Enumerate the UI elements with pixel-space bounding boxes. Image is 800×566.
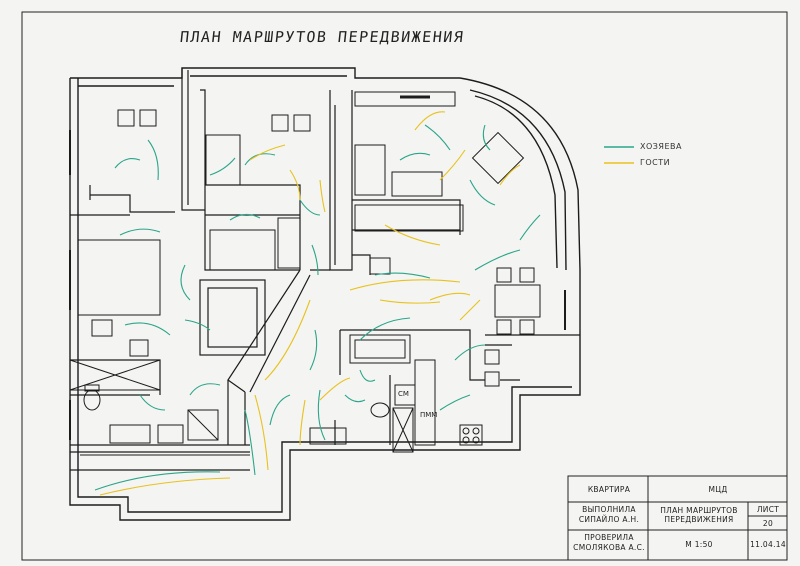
tb-checked-name: СМОЛЯКОВА А.С. (573, 543, 645, 552)
interior-walls (70, 68, 580, 471)
window-marks (69, 130, 566, 440)
bathtub (349, 334, 411, 364)
toilet (83, 389, 101, 411)
tb-date: 11.04.14 (750, 540, 786, 549)
stove (459, 424, 483, 446)
tb-drawing-name: ПЛАН МАРШРУТОВ ПЕРЕДВИЖЕНИЯ (660, 506, 738, 524)
chair (117, 109, 135, 127)
coffee-table (471, 131, 525, 185)
title-block (567, 475, 788, 561)
legend-label-guests: ГОСТИ (640, 158, 671, 167)
legend-label-owners: ХОЗЯЕВА (640, 142, 682, 151)
tb-object: КВАРТИРА (587, 485, 631, 494)
dining-table (494, 284, 541, 318)
chair (139, 109, 157, 127)
tb-checked-label: ПРОВЕРИЛА (584, 533, 634, 542)
tb-sheet-number: 20 (762, 519, 774, 528)
exterior-walls (69, 67, 581, 521)
owner-routes (94, 124, 541, 491)
washer-label: СМ (398, 390, 409, 398)
furniture (69, 91, 541, 456)
sheet-frame (21, 11, 788, 561)
tb-sheet-header: ЛИСТ (756, 505, 780, 514)
tb-org: МЦД (708, 485, 728, 494)
sofa (391, 171, 443, 197)
tb-performed-label: ВЫПОЛНИЛА (582, 505, 636, 514)
tb-scale: М 1:50 (685, 540, 713, 549)
bed (205, 134, 241, 186)
dishwasher-label: ПММ (420, 411, 438, 419)
tb-performed-name: СИПАЙЛО А.Н. (578, 515, 640, 524)
guest-routes (99, 111, 521, 496)
double-bed (77, 239, 161, 316)
